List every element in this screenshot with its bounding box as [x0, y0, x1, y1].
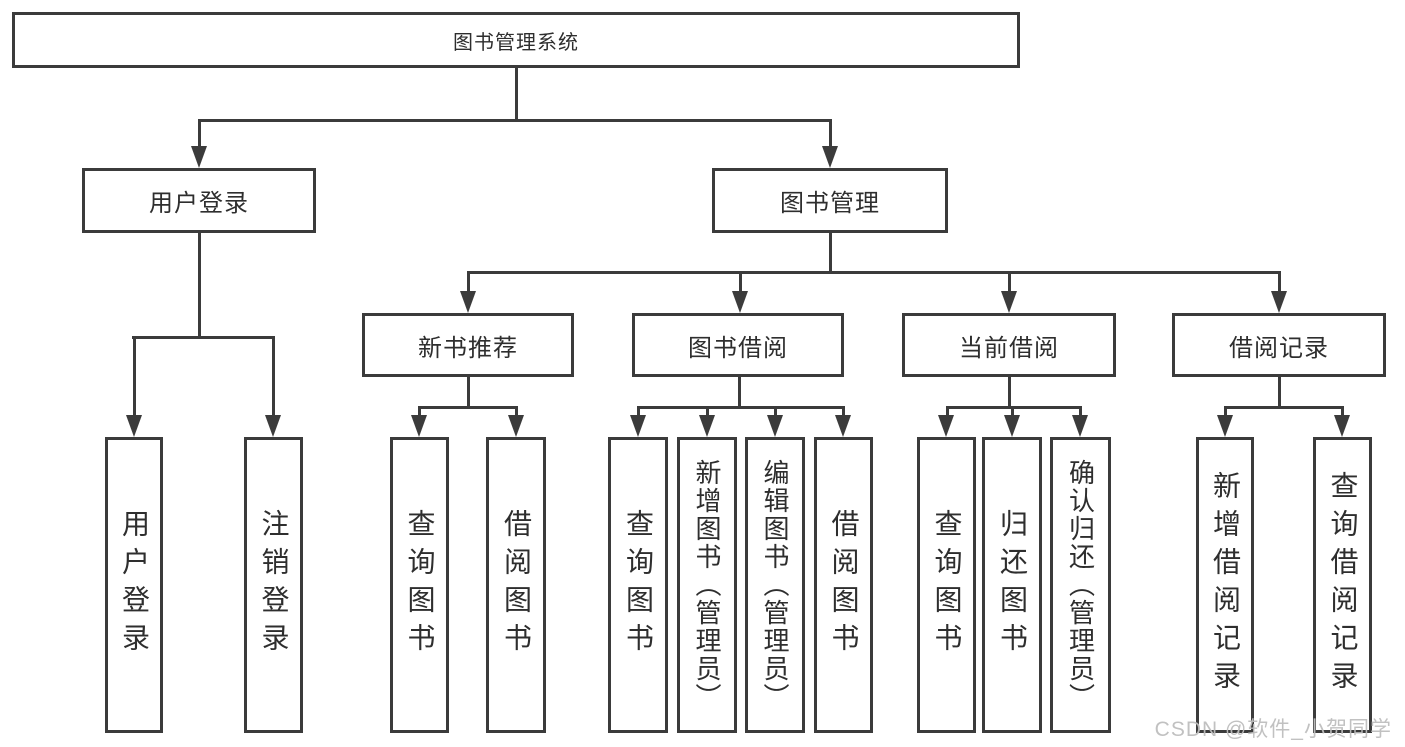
connector-book-borrow-bar [637, 406, 845, 409]
leaf-br-add-record-label: 新增借阅记录 [1210, 471, 1241, 699]
connector-drop-br-add [1224, 407, 1227, 417]
csdn-watermark: CSDN @软件_小贺同学 [1154, 718, 1392, 741]
connector-borrow-records-stem [1278, 377, 1281, 407]
connector-book-borrow-stem [738, 377, 741, 407]
connector-drop-nb-borrow [515, 407, 518, 417]
leaf-bb-query-books-label: 查询图书 [623, 509, 654, 661]
leaf-cb-query-books: 查询图书 [917, 437, 976, 733]
connector-user-login-stem [198, 233, 201, 337]
arrowhead-borrow-records [1271, 291, 1287, 313]
node-root-label: 图书管理系统 [453, 31, 579, 54]
leaf-br-query-record-label: 查询借阅记录 [1327, 471, 1359, 699]
connector-root-stem [515, 68, 518, 120]
leaf-bb-borrow-books-label: 借阅图书 [828, 509, 860, 661]
connector-level3-bar [467, 271, 1281, 274]
leaf-bb-edit-books-admin-label: 编辑图书（管理员） [760, 459, 790, 711]
arrowhead-bb-query-books [630, 415, 646, 437]
arrowhead-bb-edit-books [767, 415, 783, 437]
connector-drop-book-management [829, 120, 832, 150]
node-book-borrow: 图书借阅 [632, 313, 844, 377]
arrowhead-cb-confirm-return [1072, 415, 1088, 437]
leaf-bb-edit-books-admin: 编辑图书（管理员） [745, 437, 805, 733]
connector-user-login-bar [132, 336, 275, 339]
leaf-nb-query-books-label: 查询图书 [404, 509, 436, 661]
connector-drop-cb-query [946, 407, 949, 417]
connector-new-book-recommend-stem [467, 377, 470, 407]
node-new-book-recommend-label: 新书推荐 [418, 334, 518, 362]
arrowhead-bb-borrow-books [835, 415, 851, 437]
arrowhead-leaf-logout [265, 415, 281, 437]
arrowhead-br-query-record [1334, 415, 1350, 437]
node-user-login: 用户登录 [82, 168, 316, 233]
leaf-nb-borrow-books: 借阅图书 [486, 437, 546, 733]
node-borrow-records-label: 借阅记录 [1229, 334, 1329, 362]
node-borrow-records: 借阅记录 [1172, 313, 1386, 377]
connector-drop-bb-add [706, 407, 709, 417]
leaf-cb-confirm-return-admin: 确认归还（管理员） [1050, 437, 1111, 733]
connector-current-borrow-bar [946, 406, 1082, 409]
connector-drop-leaf-user-login [133, 337, 136, 417]
node-book-management-label: 图书管理 [780, 190, 880, 217]
arrowhead-book-borrow [732, 291, 748, 313]
connector-drop-book-borrow [739, 272, 742, 292]
connector-drop-cb-return [1011, 407, 1014, 417]
connector-drop-new-book-recommend [467, 272, 470, 292]
arrowhead-nb-borrow-books [508, 415, 524, 437]
connector-drop-cb-confirm [1079, 407, 1082, 417]
arrowhead-cb-return-books [1004, 415, 1020, 437]
node-current-borrow: 当前借阅 [902, 313, 1116, 377]
arrowhead-user-login [191, 146, 207, 168]
arrowhead-current-borrow [1001, 291, 1017, 313]
connector-current-borrow-stem [1008, 377, 1011, 407]
leaf-user-login: 用户登录 [105, 437, 163, 733]
connector-drop-borrow-records [1278, 272, 1281, 292]
connector-level2-bar [198, 119, 832, 122]
node-book-management: 图书管理 [712, 168, 948, 233]
arrowhead-nb-query-books [411, 415, 427, 437]
connector-new-book-recommend-bar [418, 406, 518, 409]
leaf-br-add-record: 新增借阅记录 [1196, 437, 1254, 733]
arrowhead-bb-add-books [699, 415, 715, 437]
leaf-nb-query-books: 查询图书 [390, 437, 449, 733]
leaf-user-login-label: 用户登录 [119, 509, 150, 661]
connector-drop-bb-edit [774, 407, 777, 417]
leaf-br-query-record: 查询借阅记录 [1313, 437, 1372, 733]
arrowhead-book-management [822, 146, 838, 168]
leaf-cb-return-books: 归还图书 [982, 437, 1042, 733]
node-current-borrow-label: 当前借阅 [959, 334, 1059, 362]
node-user-login-label: 用户登录 [149, 190, 249, 217]
leaf-bb-query-books: 查询图书 [608, 437, 668, 733]
connector-drop-nb-query [418, 407, 421, 417]
leaf-cb-query-books-label: 查询图书 [931, 509, 963, 661]
connector-drop-user-login [198, 120, 201, 150]
leaf-bb-add-books-admin: 新增图书（管理员） [677, 437, 737, 733]
node-root: 图书管理系统 [12, 12, 1020, 68]
arrowhead-br-add-record [1217, 415, 1233, 437]
leaf-logout-label: 注销登录 [258, 509, 290, 661]
connector-drop-current-borrow [1008, 272, 1011, 292]
connector-drop-bb-borrow [842, 407, 845, 417]
arrowhead-cb-query-books [938, 415, 954, 437]
connector-drop-leaf-logout [272, 337, 275, 417]
node-new-book-recommend: 新书推荐 [362, 313, 574, 377]
arrowhead-leaf-user-login [126, 415, 142, 437]
connector-book-management-stem [829, 233, 832, 273]
leaf-logout: 注销登录 [244, 437, 303, 733]
leaf-bb-borrow-books: 借阅图书 [814, 437, 873, 733]
leaf-cb-confirm-return-admin-label: 确认归还（管理员） [1065, 459, 1096, 711]
node-book-borrow-label: 图书借阅 [688, 334, 788, 362]
connector-borrow-records-bar [1224, 406, 1344, 409]
leaf-bb-add-books-admin-label: 新增图书（管理员） [692, 459, 722, 711]
arrowhead-new-book-recommend [460, 291, 476, 313]
connector-drop-bb-query [637, 407, 640, 417]
connector-drop-br-query [1341, 407, 1344, 417]
leaf-cb-return-books-label: 归还图书 [997, 509, 1028, 661]
leaf-nb-borrow-books-label: 借阅图书 [501, 509, 532, 661]
